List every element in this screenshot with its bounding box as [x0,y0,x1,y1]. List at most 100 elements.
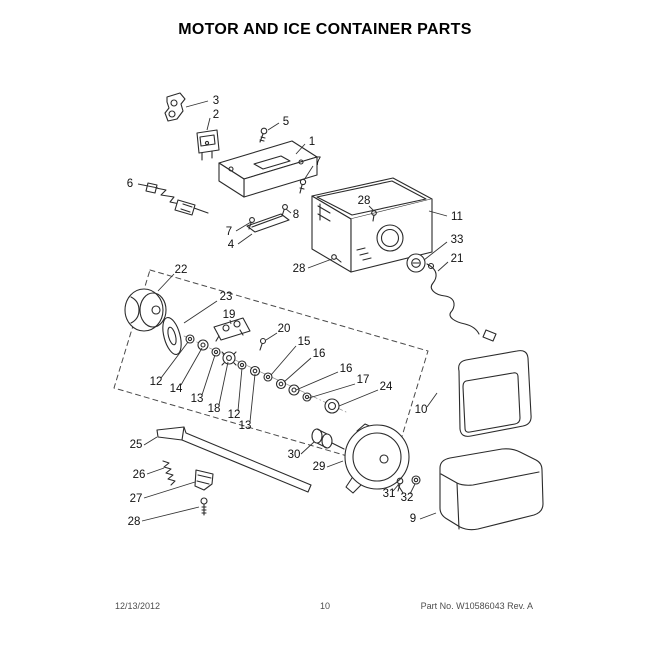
callout-leader [265,332,278,341]
footer-date: 12/13/2012 [115,601,161,611]
part-motor-module-19 [213,317,251,342]
callout-leader [409,483,416,495]
callout-label: 18 [208,403,221,415]
callout-label: 21 [451,253,464,265]
callout-label: 1 [309,136,315,148]
callout-leader [218,361,229,406]
part-bearing-24 [324,398,340,414]
callout-label: 10 [415,404,428,416]
part-wire-harness-6 [145,182,209,216]
callout-leader [295,371,339,391]
callout-leader [295,143,306,155]
callout-leader [270,345,297,376]
part-screw-8 [281,204,288,217]
part-screw-5 [259,127,268,143]
callout-label: 28 [293,263,306,275]
callout-label: 24 [380,381,393,393]
part-bracket-small [164,92,186,122]
callout-label: 8 [293,209,299,221]
callout-leader [338,389,379,407]
part-rail-25 [156,426,312,493]
callout-label: 17 [357,374,370,386]
part-ice-container [311,177,433,273]
part-coupler-30 [311,428,345,450]
part-wheel-22 [124,288,167,332]
callout-label: 11 [451,211,463,223]
part-washer-32 [411,475,421,485]
callout-leader [267,122,280,131]
callout-leader [160,341,189,379]
callout-label: 12 [228,409,241,421]
callout-label: 27 [130,493,143,505]
callout-label: 16 [340,363,353,375]
part-screw-28c [200,497,208,516]
callout-leader [237,367,243,412]
footer-page-number: 10 [319,601,330,611]
callout-label: 29 [313,461,326,473]
part-screw-31 [396,477,404,492]
callout-leader [300,441,315,455]
part-motor-29 [344,423,410,494]
callout-label: 7 [226,226,232,238]
callout-leader [185,100,209,108]
callout-leader [235,221,252,232]
callout-label: 14 [170,383,183,395]
callout-label: 12 [150,376,163,388]
callout-leader [285,208,292,214]
part-bracket-top [218,140,318,198]
callout-label: 22 [175,264,188,276]
footer-part-number: Part No. W10586043 Rev. A [420,601,533,611]
callout-leader [183,300,218,324]
part-bearing-33 [406,253,426,273]
part-washer-chain [185,334,312,402]
callout-leader [143,481,196,499]
callout-label: 6 [127,178,133,190]
part-housing-9 [439,350,544,531]
part-screw-20 [259,337,267,351]
part-wire-21 [426,262,497,342]
page-title: MOTOR AND ICE CONTAINER PARTS [178,21,472,38]
callout-leader [392,483,400,492]
callout-leader [437,261,449,272]
callout-label: 13 [239,420,252,432]
callout-label: 30 [288,449,301,461]
callout-label: 28 [128,516,141,528]
callout-leader [423,241,448,261]
callout-leader [201,354,216,396]
callout-leader [307,258,333,269]
callout-label: 31 [383,488,396,500]
callout-label: 15 [298,336,311,348]
callout-label: 7 [315,156,321,168]
callout-label: 16 [313,348,326,360]
callout-label: 3 [213,95,219,107]
callout-leader [146,467,165,475]
callout-label: 28 [358,195,371,207]
callout-leader [206,117,211,131]
callout-leader [428,210,448,217]
callout-label: 23 [220,291,233,303]
callout-leader [326,460,344,468]
callout-label: 13 [191,393,204,405]
callout-leader [141,506,200,522]
callout-leader [237,233,253,245]
callout-label: 20 [278,323,291,335]
callout-leader [157,273,175,292]
part-screw-28b [331,254,342,263]
callout-label: 33 [451,234,464,246]
callout-leader [308,383,356,399]
callout-leader [249,373,256,423]
callout-leader [426,392,438,408]
callout-leader [180,347,203,386]
callout-label: 9 [410,513,416,525]
callout-label: 2 [213,109,219,121]
callout-leader [419,512,437,520]
callout-label: 25 [130,439,143,451]
part-disc-23 [162,316,182,356]
callout-leader [143,436,158,446]
part-screw-7b [248,217,255,230]
callout-leader [368,205,375,212]
diagram-artwork [113,92,544,531]
